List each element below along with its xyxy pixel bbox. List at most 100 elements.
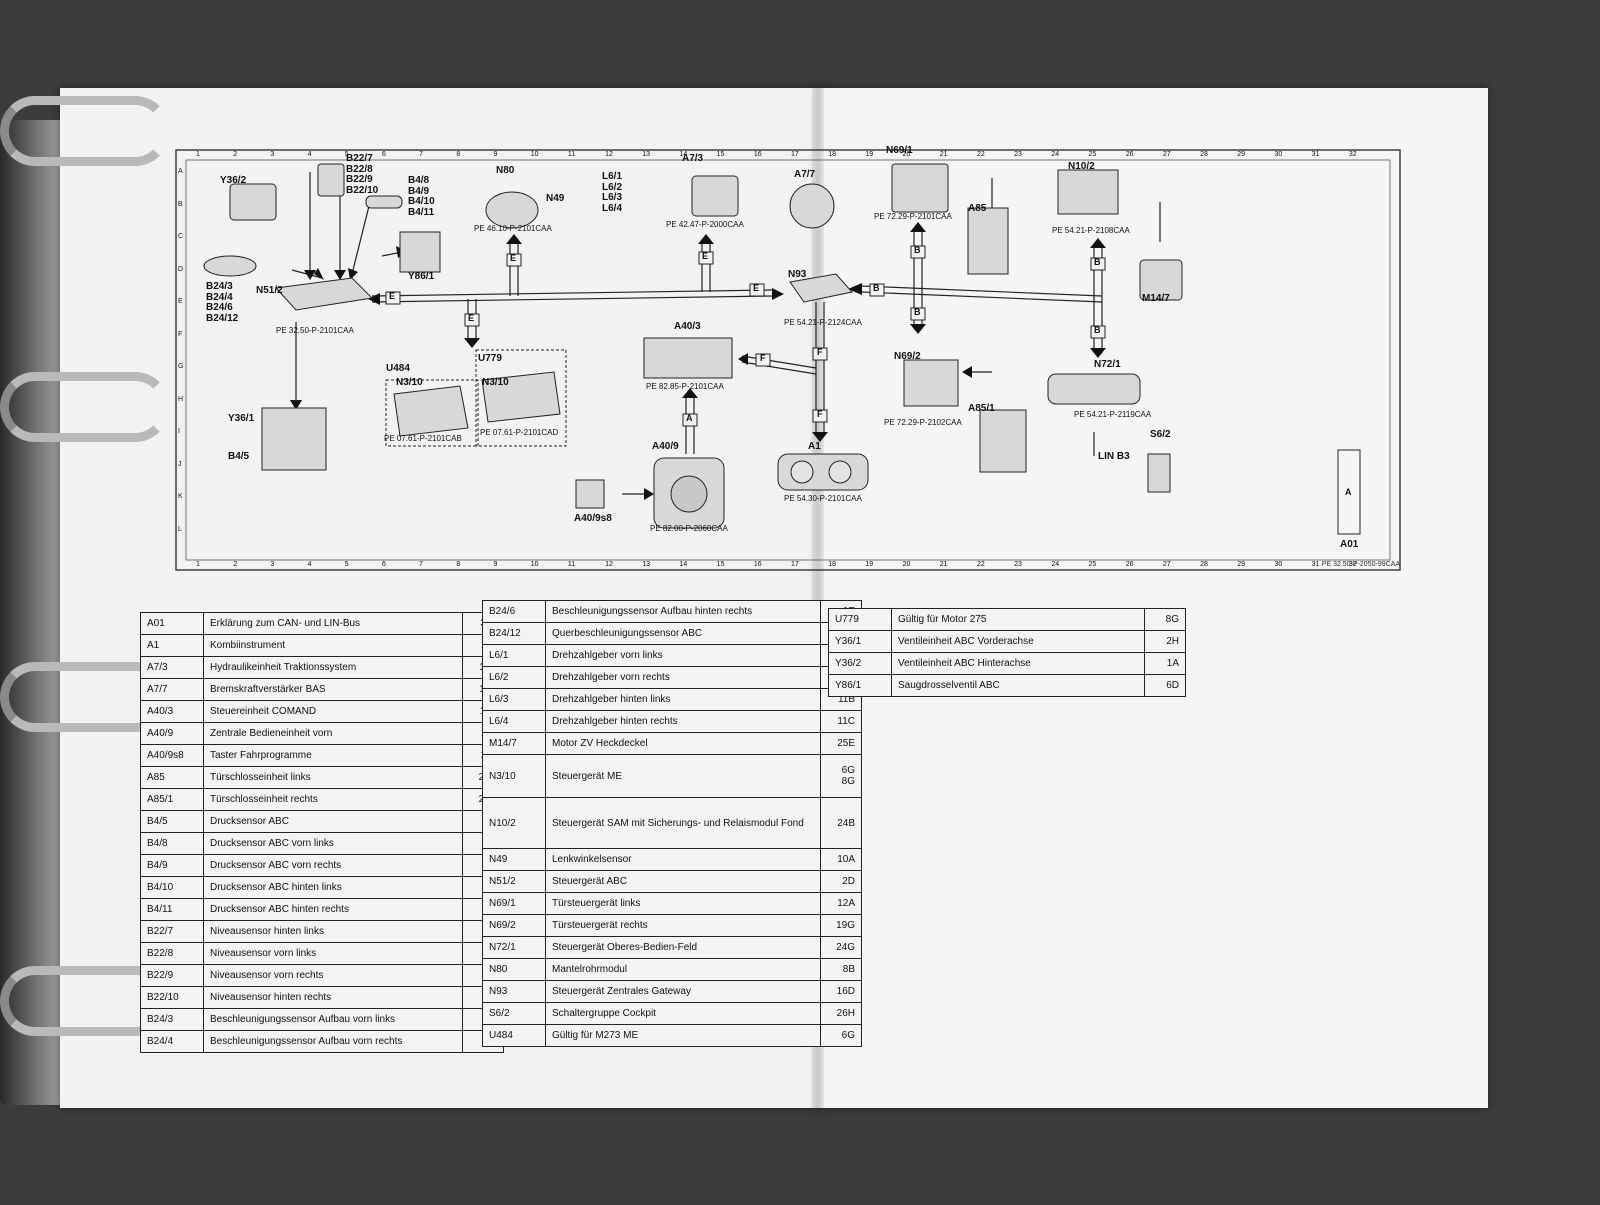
- legend-ref: 24B: [820, 797, 862, 849]
- ref-n10-2: PE 54.21-P-2108CAA: [1052, 226, 1130, 235]
- grid-row-letter: I: [178, 428, 180, 435]
- bus-letter-e: E: [468, 313, 475, 323]
- grid-column-number: 27: [1162, 151, 1171, 158]
- legend-desc: Ventileinheit ABC Hinterachse: [891, 652, 1145, 675]
- legend-desc: Drucksensor ABC: [203, 810, 463, 833]
- bus-letter-b: B: [1094, 257, 1101, 267]
- label-n69-2: N69/2: [894, 351, 921, 362]
- grid-column-number: 29: [1237, 561, 1246, 568]
- grid-column-number: 32: [1348, 561, 1357, 568]
- legend-code: A40/9s8: [140, 744, 204, 767]
- label-n72-1: N72/1: [1094, 359, 1121, 370]
- overhead-control-panel-icon: [1047, 373, 1141, 405]
- legend-desc: Motor ZV Heckdeckel: [545, 732, 821, 755]
- grid-column-number: 9: [493, 561, 498, 568]
- legend-desc: Steuergerät ABC: [545, 870, 821, 893]
- grid-column-number: 24: [1051, 561, 1060, 568]
- grid-column-number: 16: [753, 561, 762, 568]
- legend-code: N80: [482, 958, 546, 981]
- legend-code: A7/3: [140, 656, 204, 679]
- legend-desc: Zentrale Bedieneinheit vorn: [203, 722, 463, 745]
- pressure-sensor-icon: [365, 195, 403, 209]
- legend-desc: Schaltergruppe Cockpit: [545, 1002, 821, 1025]
- legend-ref: 25E: [820, 732, 862, 755]
- legend-ref: 19G: [820, 914, 862, 937]
- label-n51-2: N51/2: [256, 285, 283, 296]
- label-u484: U484: [386, 363, 410, 374]
- legend-code: B24/6: [482, 600, 546, 623]
- can-lin-legend-symbol: [1337, 449, 1361, 535]
- sam-control-unit-icon: [1057, 169, 1119, 215]
- legend-desc: Taster Fahrprogramme: [203, 744, 463, 767]
- legend-code: N69/1: [482, 892, 546, 915]
- bus-letter-a: A: [1345, 487, 1352, 497]
- hydraulic-unit-icon: [691, 175, 739, 217]
- grid-row-letter: E: [178, 298, 183, 305]
- grid-column-number: 2: [233, 151, 238, 158]
- ref-n69-2: PE 72.29-P-2102CAA: [884, 418, 962, 427]
- bus-letter-e: E: [702, 251, 709, 261]
- label-n80: N80: [496, 165, 515, 176]
- component-sketches: [203, 163, 1361, 535]
- bus-letter-b: B: [873, 283, 880, 293]
- legend-desc: Steuergerät SAM mit Sicherungs- und Rela…: [545, 797, 821, 849]
- left-door-lock-icon: [967, 207, 1009, 275]
- legend-code: B4/5: [140, 810, 204, 833]
- legend-desc: Steuergerät Zentrales Gateway: [545, 980, 821, 1003]
- ref-a7-3: PE 42.47-P-2000CAA: [666, 220, 744, 229]
- grid-column-number: 26: [1125, 561, 1134, 568]
- grid-column-number: 14: [679, 151, 688, 158]
- legend-code: N51/2: [482, 870, 546, 893]
- grid-column-number: 30: [1274, 151, 1283, 158]
- grid-column-number: 16: [753, 151, 762, 158]
- grid-column-number: 1: [196, 561, 200, 568]
- grid-column-number: 1: [196, 151, 200, 158]
- me-control-unit-b-icon: [481, 371, 561, 423]
- legend-ref: 24G: [820, 936, 862, 959]
- label-a85-1: A85/1: [968, 403, 995, 414]
- grid-row-letter: K: [178, 493, 183, 500]
- grid-column-number: 19: [865, 151, 874, 158]
- label-b4-group: B4/8 B4/9 B4/10 B4/11: [408, 175, 435, 218]
- legend-ref: 16D: [820, 980, 862, 1003]
- grid-column-number: 3: [270, 151, 275, 158]
- cockpit-switch-group-icon: [1147, 453, 1171, 493]
- grid-column-number: 18: [828, 151, 836, 158]
- grid-column-number: 22: [976, 561, 985, 568]
- legend-desc: Niveausensor vorn links: [203, 942, 463, 965]
- grid-column-number: 25: [1088, 561, 1097, 568]
- grid-row-letter: H: [178, 395, 184, 403]
- grid-column-number: 11: [567, 151, 576, 158]
- label-y36-1: Y36/1: [228, 413, 255, 424]
- grid-column-number: 23: [1014, 561, 1022, 568]
- legend-desc: Steuergerät ME: [545, 754, 821, 798]
- legend-code: B4/11: [140, 898, 204, 921]
- legend-ref: 11C: [820, 710, 862, 733]
- gateway-control-unit-icon: [789, 273, 853, 303]
- legend-desc: Beschleunigungssensor Aufbau vorn links: [203, 1008, 463, 1031]
- grid-column-number: 25: [1088, 151, 1097, 158]
- bus-letter-e: E: [753, 283, 760, 293]
- ref-n80: PE 46.10-P-2101CAA: [474, 224, 552, 233]
- label-s6-2: S6/2: [1150, 429, 1171, 440]
- grid-column-number: 26: [1125, 151, 1134, 158]
- label-a85: A85: [968, 203, 987, 214]
- grid-column-number: 9: [493, 151, 498, 158]
- brake-booster-icon: [789, 183, 835, 229]
- grid-column-number: 6: [381, 151, 386, 158]
- legend-code: S6/2: [482, 1002, 546, 1025]
- legend-code: A40/3: [140, 700, 204, 723]
- legend-code: Y36/2: [828, 652, 892, 675]
